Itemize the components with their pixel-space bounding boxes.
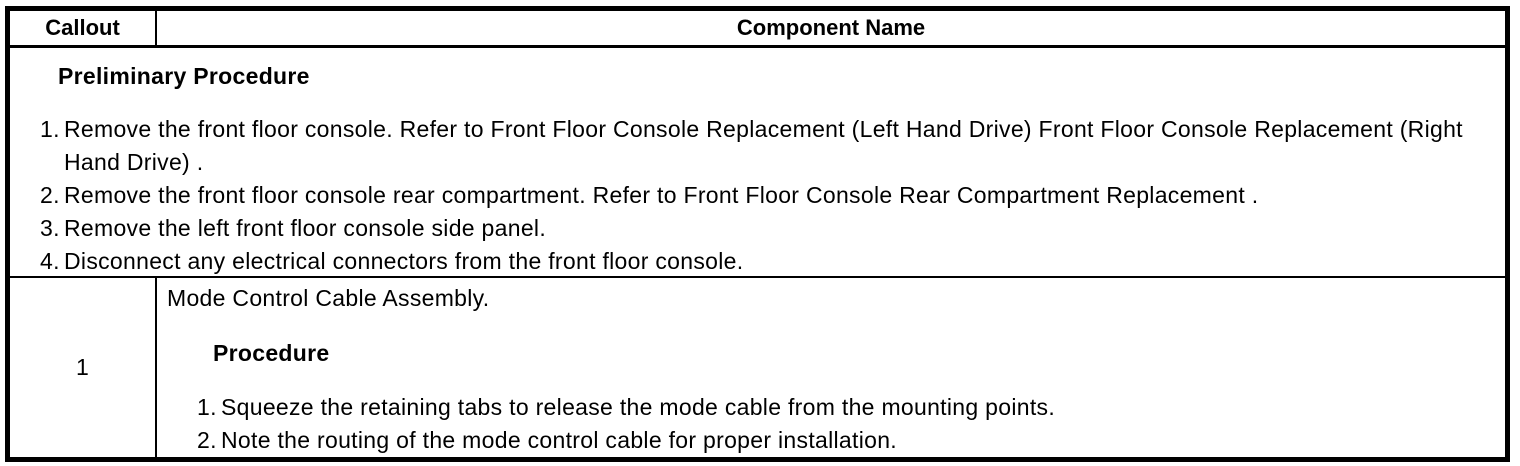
preliminary-step-4: Disconnect any electrical connectors fro… bbox=[40, 245, 744, 276]
procedure-title: Procedure bbox=[213, 340, 330, 366]
table-row-callout-1: 1 Mode Control Cable Assembly. Procedure… bbox=[10, 278, 1505, 457]
procedure-step-2: Note the routing of the mode control cab… bbox=[197, 424, 897, 457]
preliminary-procedure-section: Preliminary Procedure Remove the front f… bbox=[10, 48, 1505, 278]
preliminary-procedure-title: Preliminary Procedure bbox=[58, 63, 310, 89]
table-header-row: Callout Component Name bbox=[10, 11, 1505, 48]
component-name-text: Mode Control Cable Assembly. bbox=[167, 285, 490, 311]
callout-number: 1 bbox=[10, 278, 157, 457]
preliminary-steps-list: Remove the front floor console. Refer to… bbox=[10, 113, 1485, 276]
header-cell-component-name: Component Name bbox=[736, 15, 926, 40]
procedure-steps-list: Squeeze the retaining tabs to release th… bbox=[167, 391, 1485, 457]
preliminary-step-1: Remove the front floor console. Refer to… bbox=[40, 113, 1463, 175]
component-callout-table: Callout Component Name Preliminary Proce… bbox=[5, 6, 1510, 462]
preliminary-step-3: Remove the left front floor console side… bbox=[40, 212, 547, 245]
header-cell-callout: Callout bbox=[10, 11, 157, 45]
preliminary-step-2: Remove the front floor console rear comp… bbox=[40, 179, 1259, 212]
component-cell: Mode Control Cable Assembly. Procedure S… bbox=[157, 278, 1505, 457]
procedure-step-1: Squeeze the retaining tabs to release th… bbox=[197, 391, 1056, 424]
